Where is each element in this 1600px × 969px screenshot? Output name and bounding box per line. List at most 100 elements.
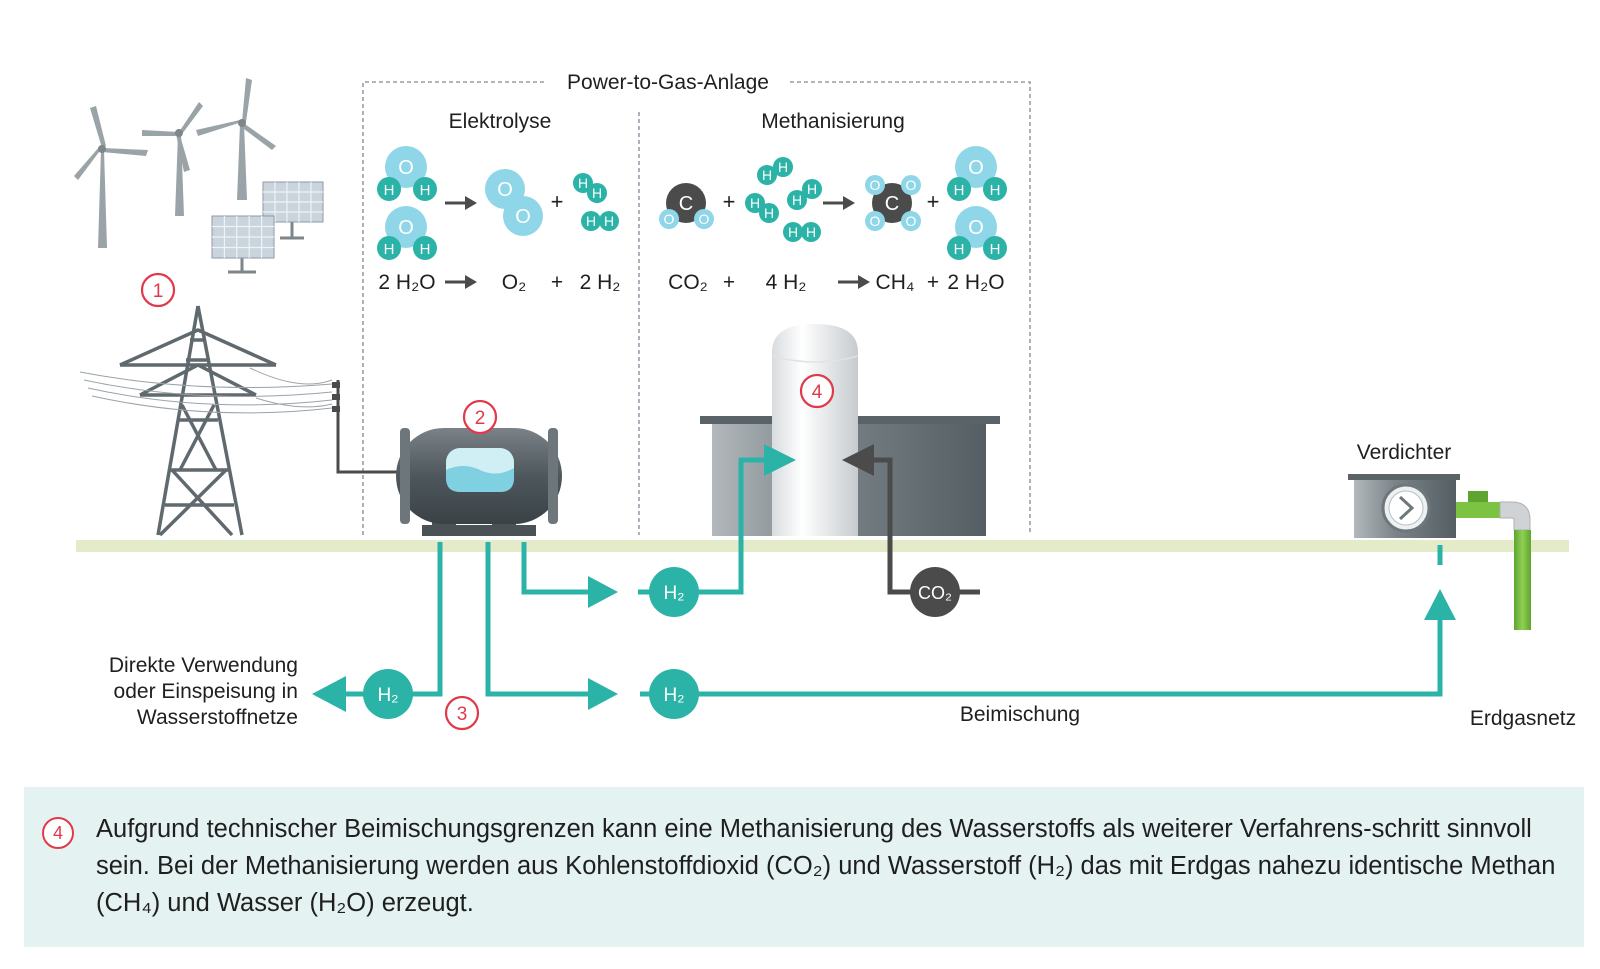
svg-text:O: O xyxy=(664,211,675,227)
wind-turbine-icon xyxy=(74,106,148,248)
step-badge-3: 3 xyxy=(444,695,480,731)
equation-plus: + xyxy=(723,271,735,294)
compressor-gauge-icon xyxy=(1381,483,1431,533)
direct-use-label: oder Einspeisung in xyxy=(114,680,298,703)
power-lines xyxy=(79,367,333,414)
equation-term: CO₂ xyxy=(668,271,708,294)
methanation-reactor xyxy=(771,324,859,536)
oxygen-molecule-icon: O O xyxy=(485,169,543,236)
plant-frame xyxy=(362,81,1031,535)
svg-text:H: H xyxy=(954,241,965,258)
svg-text:H: H xyxy=(807,181,817,197)
svg-text:O: O xyxy=(699,211,710,227)
svg-text:O: O xyxy=(968,157,984,179)
svg-text:CO₂: CO₂ xyxy=(918,583,952,603)
water-molecule-icon: O H H xyxy=(947,206,1007,260)
svg-text:O: O xyxy=(398,217,414,239)
svg-text:H: H xyxy=(384,182,395,199)
svg-text:O: O xyxy=(968,217,984,239)
molecule-plus: + xyxy=(723,189,736,214)
arrow-icon xyxy=(838,275,870,289)
power-to-gas-diagram: Power-to-Gas-Anlage Elektrolyse Methanis… xyxy=(74,71,1576,731)
h2-blending-node: H₂ xyxy=(649,669,699,719)
gas-grid-pipe xyxy=(1456,491,1531,630)
equation-term: O₂ xyxy=(502,271,527,294)
svg-text:3: 3 xyxy=(457,704,468,725)
hydrogen-molecules-icon: H H H H H H H H xyxy=(745,157,822,242)
svg-text:H: H xyxy=(750,195,760,211)
arrow-icon xyxy=(445,275,477,289)
svg-text:H: H xyxy=(420,241,431,258)
solar-panel-icon xyxy=(211,215,275,274)
flow-arrowheads xyxy=(312,444,1456,712)
equation-term: 4 H₂ xyxy=(766,271,807,294)
compressor-label: Verdichter xyxy=(1357,441,1452,464)
direct-use-label: Wasserstoffnetze xyxy=(137,706,298,729)
electrolysis-title: Elektrolyse xyxy=(449,110,552,133)
svg-text:O: O xyxy=(497,179,513,201)
hydrogen-molecule-icon: H H xyxy=(573,173,607,203)
solar-panel-icon xyxy=(262,181,324,240)
svg-text:H: H xyxy=(578,175,588,191)
methane-molecule-icon: C O O O O xyxy=(865,175,921,231)
svg-text:C: C xyxy=(885,193,899,215)
blending-label: Beimischung xyxy=(960,703,1080,726)
svg-text:H: H xyxy=(806,224,816,240)
hydrogen-molecule-icon: H H xyxy=(581,211,619,231)
plant-frame-label: Power-to-Gas-Anlage xyxy=(567,71,769,94)
svg-text:H: H xyxy=(592,185,602,201)
power-connection xyxy=(332,380,400,474)
svg-text:O: O xyxy=(906,213,917,229)
electrolyser-tank xyxy=(396,428,562,536)
svg-text:H₂: H₂ xyxy=(663,583,684,604)
svg-text:H₂: H₂ xyxy=(377,685,398,706)
svg-text:H: H xyxy=(586,213,596,229)
methanation-equation: CO₂ + 4 H₂ CH₄ + 2 H₂O xyxy=(668,271,1004,294)
svg-text:H: H xyxy=(384,241,395,258)
svg-text:H: H xyxy=(762,167,772,183)
svg-text:C: C xyxy=(679,193,693,215)
equation-term: 2 H₂ xyxy=(580,271,621,294)
svg-text:1: 1 xyxy=(153,281,164,302)
note-step-badge: 4 xyxy=(42,817,74,849)
arrow-icon xyxy=(823,196,855,210)
wind-turbine-icon xyxy=(142,102,203,216)
arrow-icon xyxy=(445,196,477,210)
co2-input-node: CO₂ xyxy=(910,567,960,617)
step-badge-1: 1 xyxy=(140,272,176,308)
step-badge-2: 2 xyxy=(462,399,498,435)
svg-text:H: H xyxy=(792,192,802,208)
h2-direct-node: H₂ xyxy=(363,669,413,719)
equation-term: 2 H₂O xyxy=(378,271,435,294)
equation-term: 2 H₂O xyxy=(947,271,1004,294)
water-molecule-icon: O H H xyxy=(947,146,1007,201)
svg-text:O: O xyxy=(906,177,917,193)
h2-methanation-node: H₂ xyxy=(649,567,699,617)
water-molecule-icon: O H H xyxy=(377,206,437,260)
electrolysis-equation: 2 H₂O O₂ + 2 H₂ xyxy=(378,271,620,294)
step-badge-4: 4 xyxy=(799,373,835,409)
equation-term: CH₄ xyxy=(876,271,915,294)
svg-text:2: 2 xyxy=(475,408,486,429)
direct-use-label: Direkte Verwendung xyxy=(109,654,298,677)
gas-grid-label: Erdgasnetz xyxy=(1470,707,1576,730)
svg-text:H: H xyxy=(954,182,965,199)
svg-text:H: H xyxy=(990,182,1001,199)
svg-text:H: H xyxy=(778,159,788,175)
svg-text:O: O xyxy=(515,206,531,228)
transmission-tower-icon xyxy=(119,305,277,537)
svg-text:H: H xyxy=(788,224,798,240)
svg-text:H: H xyxy=(990,241,1001,258)
methanation-note: 4 Aufgrund technischer Beimischungsgrenz… xyxy=(24,787,1584,947)
svg-text:4: 4 xyxy=(812,382,823,403)
water-molecule-icon: O H H xyxy=(377,146,437,201)
svg-text:O: O xyxy=(870,213,881,229)
equation-plus: + xyxy=(927,271,939,294)
svg-text:H: H xyxy=(604,213,614,229)
equation-plus: + xyxy=(551,271,563,294)
molecule-plus: + xyxy=(551,189,564,214)
ground-strip xyxy=(76,540,1569,552)
svg-text:H: H xyxy=(420,182,431,199)
molecule-plus: + xyxy=(927,189,940,214)
svg-text:H: H xyxy=(764,205,774,221)
